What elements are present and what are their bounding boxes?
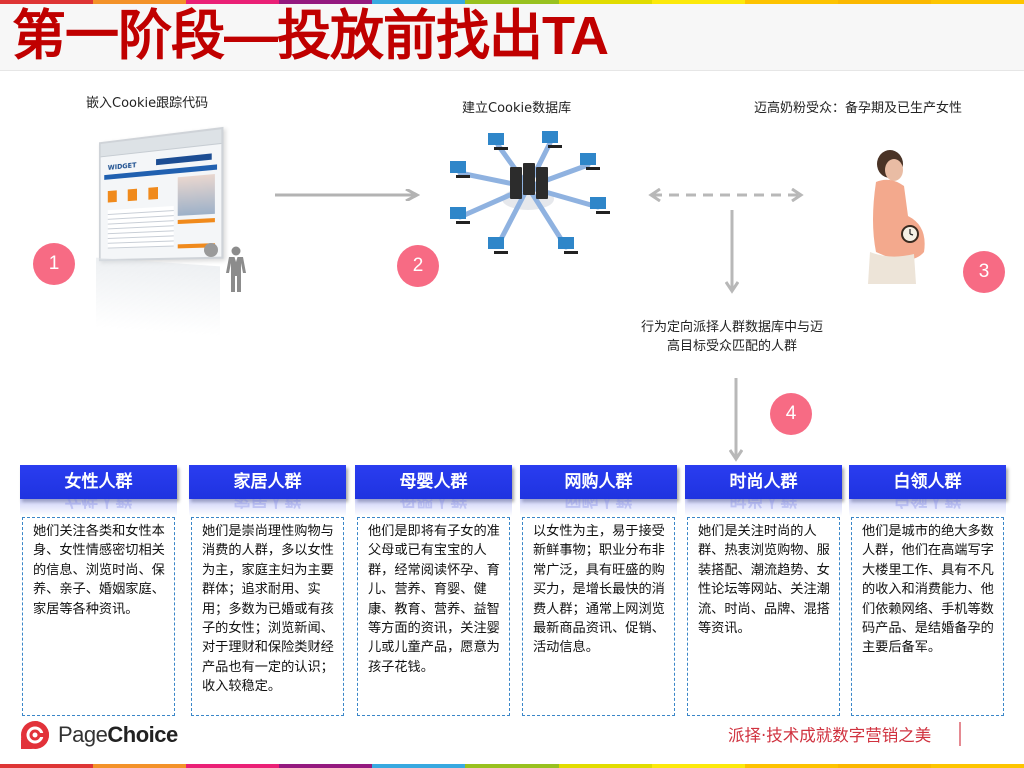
segment-description: 她们关注各类和女性本身、女性情感密切相关的信息、浏览时尚、保养、亲子、婚姻家庭、… (22, 517, 175, 716)
segment-card-female: 女性人群 女性人群 她们关注各类和女性本身、女性情感密切相关的信息、浏览时尚、保… (20, 465, 177, 716)
segment-title: 白领人群 (849, 465, 1006, 499)
segment-title: 母婴人群 (355, 465, 512, 499)
segment-card-online-shopping: 网购人群 网购人群 以女性为主，易于接受新鲜事物；职业分布非常广泛，具有旺盛的购… (520, 465, 677, 716)
color-segment (93, 0, 187, 4)
step3-caption: 迈高奶粉受众：备孕期及已生产女性 (754, 101, 963, 116)
step3-badge: 3 (963, 251, 1005, 293)
brand-name: PageChoice (58, 722, 178, 747)
color-segment (744, 764, 838, 768)
segment-title-reflection: 白领人群 (849, 499, 1006, 516)
step1-caption: 嵌入Cookie跟踪代码 (86, 96, 209, 111)
color-segment (744, 0, 838, 4)
step2-caption: 建立Cookie数据库 (462, 101, 572, 116)
slogan-divider (959, 722, 961, 746)
person-icon (226, 246, 246, 292)
segment-card-maternal: 母婴人群 母婴人群 他们是即将有子女的准父母或已有宝宝的人群，经常阅读怀孕、育儿… (355, 465, 512, 716)
color-segment (837, 0, 931, 4)
color-segment (930, 0, 1024, 4)
browser-screenshot-icon: WIDGET (98, 126, 224, 262)
pregnant-woman-photo-icon (868, 150, 925, 284)
color-segment (837, 764, 931, 768)
top-color-bar (0, 0, 1024, 4)
color-segment (930, 764, 1024, 768)
title-band (0, 4, 1024, 71)
color-segment (93, 764, 187, 768)
color-segment (465, 0, 559, 4)
browser-step-box (148, 187, 158, 200)
browser-search-bar (156, 153, 212, 166)
brand-logo: PageChoice (20, 720, 178, 750)
browser-step-box (127, 188, 138, 202)
double-arrow-dashed-icon (648, 188, 804, 202)
segment-title-reflection: 网购人群 (520, 499, 677, 516)
color-segment (0, 764, 94, 768)
segment-description: 她们是崇尚理性购物与消费的人群，多以女性为主，家庭主妇为主要群体；追求耐用、实用… (191, 517, 344, 716)
color-segment (372, 0, 466, 4)
slogan: 派择·技术成就数字营销之美 (728, 726, 932, 745)
browser-toolbar (100, 129, 222, 158)
segment-title-reflection: 母婴人群 (355, 499, 512, 516)
step2-badge: 2 (397, 245, 439, 287)
browser-reflection (96, 257, 220, 337)
segment-title-reflection: 女性人群 (20, 499, 177, 516)
browser-orange-bar (177, 218, 215, 225)
color-segment (279, 0, 373, 4)
arrow-right-icon (275, 189, 420, 201)
segment-description: 他们是城市的绝大多数人群，他们在高端写字大楼里工作、具有不凡的收入和消费能力、他… (851, 517, 1004, 716)
color-segment (186, 764, 280, 768)
color-segment (279, 764, 373, 768)
segment-description: 她们是关注时尚的人群、热衷浏览购物、服装搭配、潮流趋势、女性论坛等网站、关注潮流… (687, 517, 840, 716)
server-network-icon (450, 131, 610, 254)
page-title-en: TA (542, 6, 609, 66)
arrow-down-icon (729, 378, 743, 462)
page-title-cn: 第一阶段—投放前找出 (12, 6, 543, 66)
browser-promo-image (177, 174, 215, 216)
arrow-down-icon (725, 210, 739, 294)
segment-title-reflection: 家居人群 (189, 499, 346, 516)
color-segment (186, 0, 280, 4)
segment-description: 以女性为主，易于接受新鲜事物；职业分布非常广泛，具有旺盛的购买力，是增长最快的消… (522, 517, 675, 716)
page-title: 第一阶段—投放前找出TA (12, 4, 609, 68)
bottom-color-bar (0, 764, 1024, 768)
segment-card-home: 家居人群 家居人群 她们是崇尚理性购物与消费的人群，多以女性为主，家庭主妇为主要… (189, 465, 346, 716)
color-segment (558, 0, 652, 4)
color-segment (0, 0, 94, 4)
color-segment (372, 764, 466, 768)
step1-badge: 1 (33, 243, 75, 285)
browser-text-lines (107, 205, 174, 249)
segment-card-white-collar: 白领人群 白领人群 他们是城市的绝大多数人群，他们在高端写字大楼里工作、具有不凡… (849, 465, 1006, 716)
color-segment (465, 764, 559, 768)
segment-title: 网购人群 (520, 465, 677, 499)
color-segment (558, 764, 652, 768)
color-segment (651, 0, 745, 4)
segment-card-fashion: 时尚人群 时尚人群 她们是关注时尚的人群、热衷浏览购物、服装搭配、潮流趋势、女性… (685, 465, 842, 716)
step4-caption: 行为定向派择人群数据库中与迈 高目标受众匹配的人群 (612, 318, 852, 356)
step4-caption-line2: 高目标受众匹配的人群 (666, 339, 797, 354)
step4-caption-line1: 行为定向派择人群数据库中与迈 (640, 320, 823, 335)
browser-site-logo: WIDGET (107, 161, 137, 172)
cookie-dot-icon (204, 243, 218, 257)
segment-description: 他们是即将有子女的准父母或已有宝宝的人群，经常阅读怀孕、育儿、营养、育婴、健康、… (357, 517, 510, 716)
pagechoice-logo-icon (21, 721, 49, 749)
color-segment (651, 764, 745, 768)
browser-step-box (107, 190, 117, 203)
step4-badge: 4 (770, 393, 812, 435)
segment-title: 家居人群 (189, 465, 346, 499)
segment-title: 时尚人群 (685, 465, 842, 499)
segment-title-reflection: 时尚人群 (685, 499, 842, 516)
segment-title: 女性人群 (20, 465, 177, 499)
